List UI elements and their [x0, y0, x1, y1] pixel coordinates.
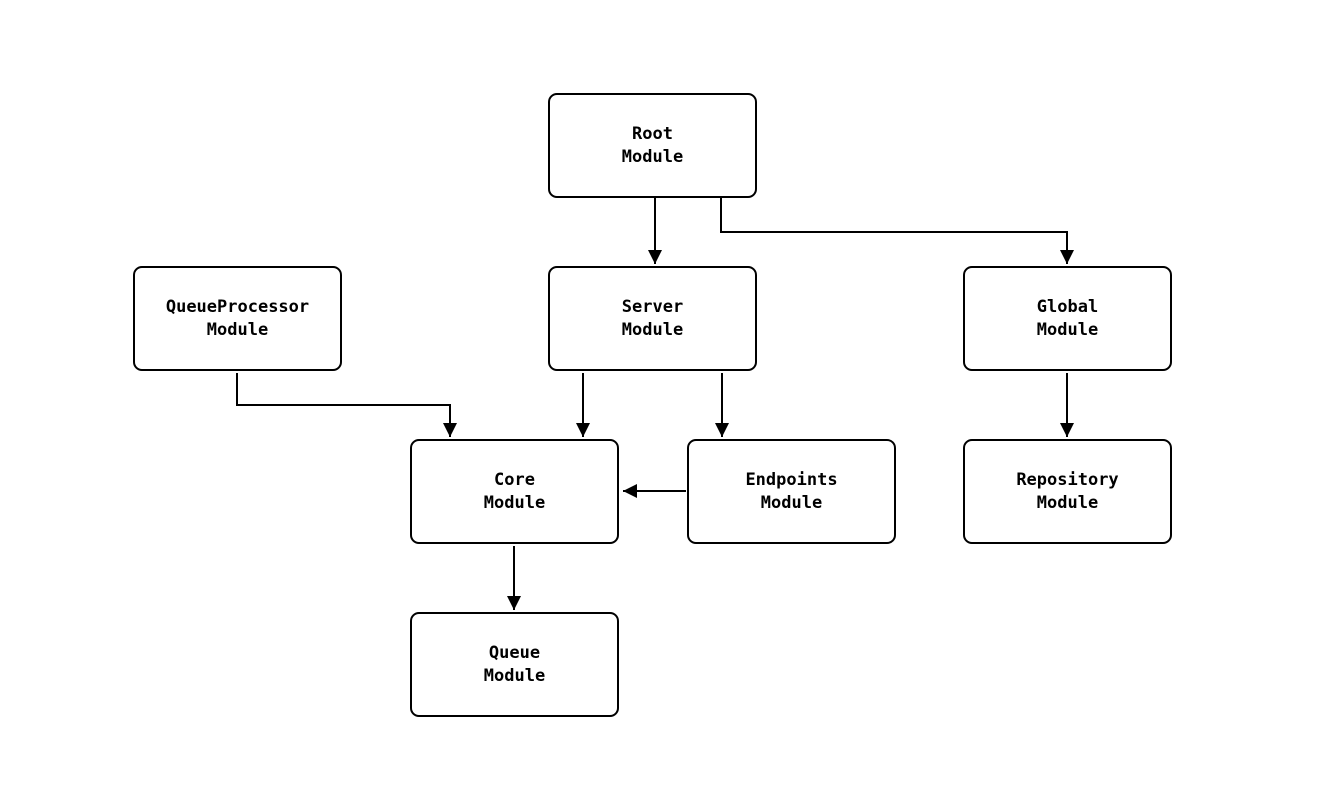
edge-queueprocessor-to-core	[236, 373, 457, 437]
node-root-module: Root Module	[548, 93, 757, 198]
node-global-module-label: Global Module	[1036, 297, 1099, 340]
node-queueprocessor-module: QueueProcessor Module	[133, 266, 342, 371]
node-endpoints-module: Endpoints Module	[687, 439, 896, 544]
node-queueprocessor-module-label: QueueProcessor Module	[165, 297, 310, 340]
node-repository-module-label: Repository Module	[1016, 470, 1119, 513]
edge-root-to-global	[720, 198, 1074, 264]
node-repository-module: Repository Module	[963, 439, 1172, 544]
node-queue-module: Queue Module	[410, 612, 619, 717]
node-core-module-label: Core Module	[483, 470, 546, 513]
node-core-module: Core Module	[410, 439, 619, 544]
node-queue-module-label: Queue Module	[483, 643, 546, 686]
node-root-module-label: Root Module	[621, 124, 684, 167]
node-server-module-label: Server Module	[621, 297, 684, 340]
node-server-module: Server Module	[548, 266, 757, 371]
node-global-module: Global Module	[963, 266, 1172, 371]
node-endpoints-module-label: Endpoints Module	[745, 470, 838, 513]
